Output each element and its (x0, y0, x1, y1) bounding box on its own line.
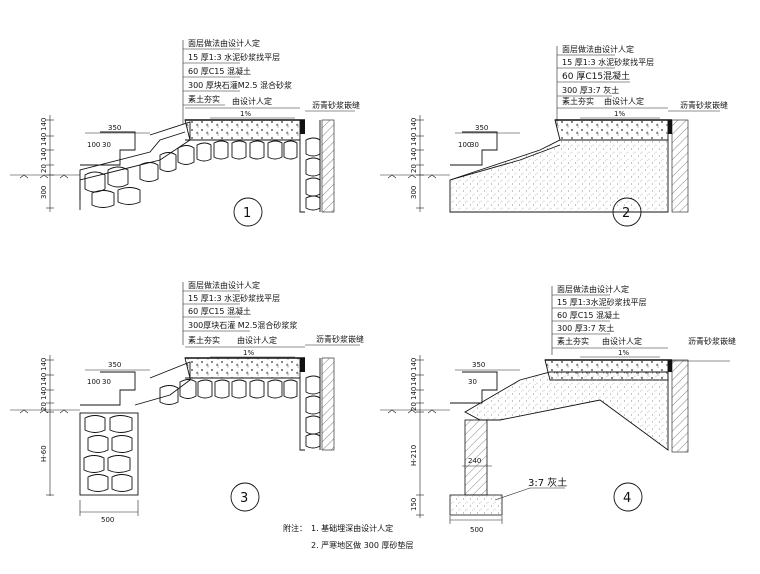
dim-v-1: 140 (40, 118, 48, 131)
top-label: 由设计人定 (232, 96, 272, 106)
footnote-2: 2. 严寒地区做 300 厚砂垫层 (311, 540, 414, 550)
dim-h-1: 350 (475, 124, 488, 132)
note-2: 15 厚1:3 水泥砂浆找平层 (188, 52, 280, 62)
dim-v-2: 140 (410, 133, 418, 146)
note-3: 60 厚C15 混凝土 (188, 306, 251, 316)
dim-v-2: 140 (40, 373, 48, 386)
note-4: 300 厚3:7 灰土 (557, 323, 614, 333)
dim-v-2: 140 (40, 133, 48, 146)
panel-1: 面层做法由设计人定 15 厚1:3 水泥砂浆找平层 60 厚C15 混凝土 30… (10, 38, 360, 227)
dim-h-3: 30 (102, 141, 111, 149)
dim-v-5: 300 (40, 186, 48, 199)
notes-list: 面层做法由设计人定 15 厚1:3水泥砂浆找平层 60 厚C15 混凝土 300… (551, 284, 647, 355)
dim-v-3: 140 (410, 387, 418, 400)
dim-v-6: 150 (410, 498, 418, 511)
top-label: 由设计人定 (604, 96, 644, 106)
dim-h-2: 100 (87, 378, 100, 386)
joint-label: 沥青砂浆嵌缝 (312, 100, 360, 110)
joint-label: 沥青砂浆嵌缝 (688, 336, 736, 346)
top-label: 由设计人定 (237, 335, 277, 345)
dim-v-4: 20 (410, 164, 418, 173)
stone-foundation (79, 358, 321, 496)
dim-h-2: 30 (468, 378, 477, 386)
stone-foundation (79, 120, 321, 213)
dim-base: 500 (101, 516, 114, 524)
note-1: 面层做法由设计人定 (188, 280, 260, 290)
slope-label: 1% (614, 110, 625, 118)
note-1: 面层做法由设计人定 (188, 38, 260, 48)
dim-v-3: 140 (40, 387, 48, 400)
dim-h-1: 350 (472, 361, 485, 369)
footnotes: 附注： 1. 基础埋深由设计人定 2. 严寒地区做 300 厚砂垫层 (283, 523, 414, 550)
dim-h-2: 100 (87, 141, 100, 149)
slope-label: 1% (618, 349, 629, 357)
note-3: 60 厚C15 混凝土 (557, 310, 620, 320)
note-3: 60 厚C15 混凝土 (188, 66, 251, 76)
note-5: 素土夯实 (188, 94, 220, 104)
dim-v-3: 140 (410, 148, 418, 161)
dim-v-5: 300 (410, 186, 418, 199)
panel-2: 面层做法由设计人定 15 厚1:3 水泥砂浆找平层 60 厚C15混凝土 300… (380, 44, 728, 227)
note-1: 面层做法由设计人定 (557, 284, 629, 294)
dimensions: 140 140 140 20 H-210 150 350 30 240 500 (410, 355, 520, 534)
dim-v-2: 140 (410, 373, 418, 386)
slope-label: 1% (240, 110, 251, 118)
note-4: 300 厚3:7 灰土 (562, 85, 619, 95)
dimensions: 140 140 140 20 300 350 100 30 (410, 115, 520, 212)
note-5: 素土夯实 (557, 336, 589, 346)
notes-list: 面层做法由设计人定 15 厚1:3 水泥砂浆找平层 60 厚C15 混凝土 30… (182, 38, 292, 124)
dim-base: 500 (470, 526, 483, 534)
panel-number: 1 (243, 206, 251, 221)
panel-4: 面层做法由设计人定 15 厚1:3水泥砂浆找平层 60 厚C15 混凝土 300… (380, 284, 736, 534)
dim-h-3: 30 (470, 141, 479, 149)
note-2: 15 厚1:3 水泥砂浆找平层 (188, 293, 280, 303)
note-2: 15 厚1:3 水泥砂浆找平层 (562, 57, 654, 67)
dimensions: 140 140 140 20 300 350 100 30 (40, 115, 150, 212)
note-4: 300 厚块石灌M2.5 混合砂浆 (188, 80, 292, 90)
note-4: 300厚块石灌 M2.5混合砂浆浆 (188, 320, 297, 330)
dim-v-1: 140 (410, 358, 418, 371)
note-5: 素土夯实 (188, 335, 220, 345)
top-label: 由设计人定 (602, 336, 642, 346)
note-2: 15 厚1:3水泥砂浆找平层 (557, 297, 647, 307)
footnote-1: 1. 基础埋深由设计人定 (311, 523, 393, 533)
dim-h-2: 100 (458, 141, 471, 149)
joint-label: 沥青砂浆嵌缝 (316, 334, 364, 344)
dim-v-3: 140 (40, 148, 48, 161)
panel-number: 3 (240, 491, 248, 506)
dim-v-4: 20 (40, 164, 48, 173)
note-3: 60 厚C15混凝土 (562, 70, 630, 82)
slope-label: 1% (243, 349, 254, 357)
footnote-title: 附注： (283, 523, 307, 533)
dimensions: 140 140 140 20 H-60 350 100 30 500 (40, 355, 150, 524)
dim-v-5: H-60 (40, 445, 48, 462)
panel-number: 4 (623, 491, 631, 506)
dim-h-1: 350 (108, 124, 121, 132)
dim-v-5: H-210 (410, 445, 418, 466)
dim-v-4: 20 (410, 402, 418, 411)
dim-h-3: 30 (102, 378, 111, 386)
notes-list: 面层做法由设计人定 15 厚1:3 水泥砂浆找平层 60 厚C15 混凝土 30… (182, 280, 297, 345)
notes-list: 面层做法由设计人定 15 厚1:3 水泥砂浆找平层 60 厚C15混凝土 300… (556, 44, 654, 124)
dim-v-1: 140 (40, 358, 48, 371)
dim-v-1: 140 (410, 118, 418, 131)
dim-h-1: 350 (108, 361, 121, 369)
dim-wall: 240 (468, 457, 481, 465)
note-5: 素土夯实 (562, 96, 594, 106)
dim-v-4: 20 (40, 402, 48, 411)
panel-number: 2 (622, 206, 630, 221)
footing-label: 3:7 灰土 (528, 476, 567, 489)
joint-label: 沥青砂浆嵌缝 (680, 100, 728, 110)
panel-3: 面层做法由设计人定 15 厚1:3 水泥砂浆找平层 60 厚C15 混凝土 30… (10, 280, 364, 524)
note-1: 面层做法由设计人定 (562, 44, 634, 54)
